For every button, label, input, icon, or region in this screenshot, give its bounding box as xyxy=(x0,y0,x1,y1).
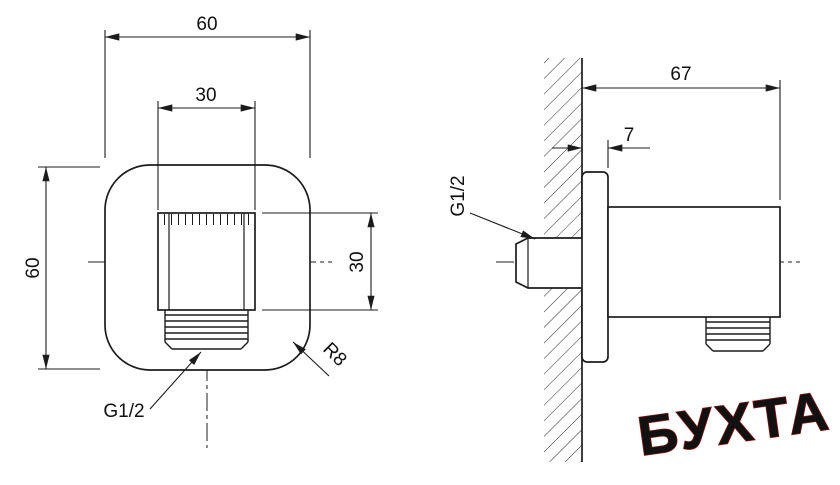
front-thread-label: G1/2 xyxy=(103,401,144,422)
radius-leader-line xyxy=(292,341,330,377)
inlet-shaft xyxy=(515,237,582,289)
front-outlet-thread xyxy=(164,310,249,350)
front-thread-leader-line xyxy=(149,351,202,410)
front-body-outlines xyxy=(104,164,311,371)
inlet-shaft-outline xyxy=(515,237,582,289)
side-dimensions xyxy=(469,80,781,240)
front-boss-outline xyxy=(157,212,256,311)
dim-label-boss-height: 30 xyxy=(347,251,368,272)
side-outlet-thread xyxy=(705,317,771,352)
dim-label-flange-thickness: 7 xyxy=(624,125,635,146)
front-view: 60 30 60 30 R8 G1/2 xyxy=(23,14,378,448)
radius-label: R8 xyxy=(318,339,350,371)
side-body-outline xyxy=(607,206,781,318)
watermark-logo-text: БУХТА xyxy=(634,379,835,467)
dim-label-width: 60 xyxy=(196,14,217,35)
dim-label-boss-width: 30 xyxy=(195,85,216,106)
side-thread-leader-line xyxy=(469,212,536,240)
dim-label-projection: 67 xyxy=(670,64,691,85)
side-thread-label: G1/2 xyxy=(448,175,469,216)
side-flange-outline xyxy=(581,171,609,363)
front-boss-thread-ticks xyxy=(159,214,254,225)
front-dimensions xyxy=(38,30,378,410)
dim-label-height: 60 xyxy=(23,257,44,278)
side-view: 67 7 G1/2 xyxy=(448,58,800,462)
